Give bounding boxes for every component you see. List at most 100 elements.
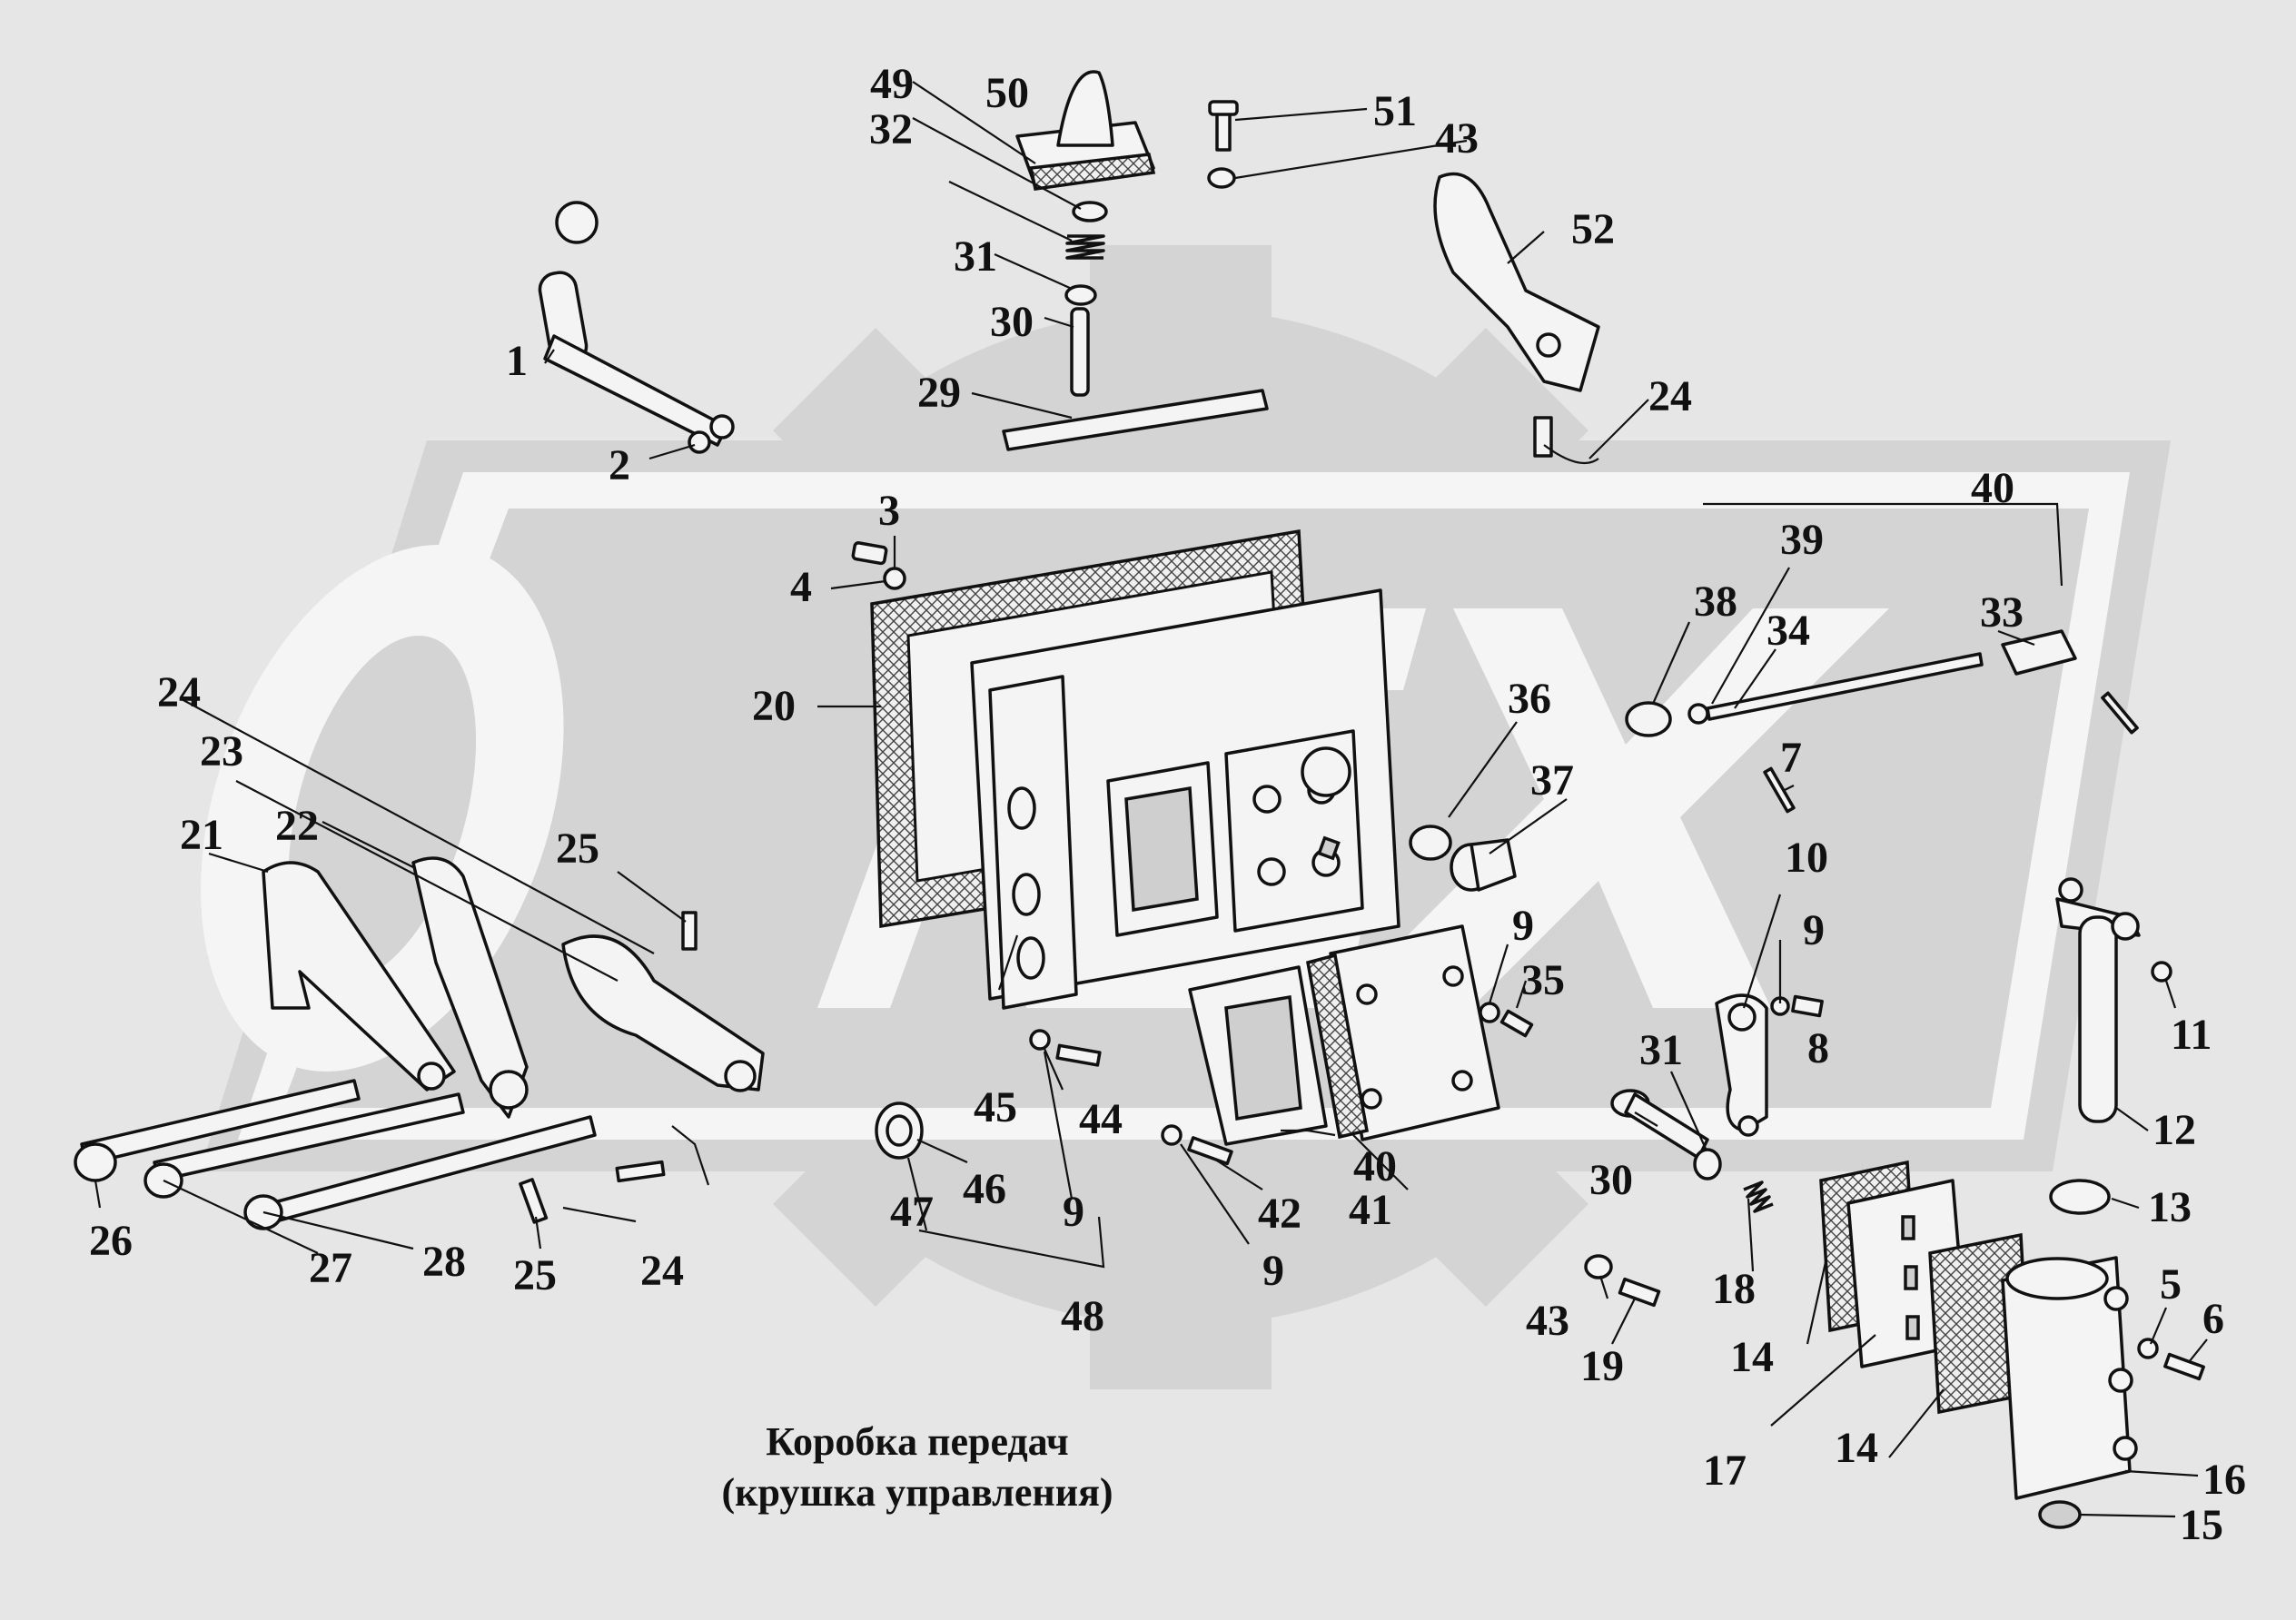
- callout-44: 44: [1079, 1095, 1123, 1143]
- callout-52: 52: [1571, 205, 1615, 253]
- part-19-bolt: [1618, 1277, 1661, 1308]
- part-16-housing: [2001, 1256, 2138, 1500]
- part-25-bolt: [681, 911, 698, 951]
- part-43-washer-b: [1584, 1254, 1613, 1279]
- part-30-31-shaft: [1610, 1089, 1722, 1180]
- callout-16: 16: [2202, 1456, 2246, 1504]
- callout-31: 31: [954, 232, 997, 281]
- part-32-washer: [1072, 201, 1108, 222]
- part-10-lever: [1715, 993, 1768, 1137]
- part-1-lever: [538, 201, 735, 447]
- part-6-bolt: [2163, 1352, 2205, 1381]
- callout-40: 40: [1971, 464, 2014, 512]
- part-22-fork: [411, 856, 529, 1119]
- callout-21: 21: [180, 811, 223, 859]
- part-main-cover: [970, 588, 1400, 1010]
- part-12-shaft: [2055, 877, 2141, 1123]
- callout-51: 51: [1373, 87, 1417, 135]
- callout-3: 3: [878, 487, 900, 535]
- callout-40: 40: [1353, 1142, 1397, 1190]
- callout-19: 19: [1580, 1342, 1624, 1390]
- callout-45: 45: [974, 1083, 1017, 1131]
- callout-23: 23: [200, 727, 243, 775]
- part-15-plug: [2038, 1500, 2082, 1529]
- callout-7: 7: [1780, 734, 1802, 782]
- part-49-50-knob: [1015, 70, 1156, 191]
- callout-14: 14: [1835, 1424, 1878, 1472]
- callout-9: 9: [1512, 902, 1534, 950]
- callout-18: 18: [1712, 1265, 1756, 1313]
- diagram-caption: Коробка передач (крушка управления): [663, 1417, 1172, 1518]
- part-46-47-spring: [875, 1101, 924, 1160]
- part-pin-right: [2101, 691, 2139, 735]
- part-26-rod: [74, 1079, 361, 1182]
- callout-24: 24: [1648, 372, 1692, 420]
- part-42-bolt: [1187, 1136, 1233, 1166]
- callout-41: 41: [1349, 1186, 1392, 1234]
- callout-48: 48: [1061, 1292, 1104, 1340]
- part-43-washer: [1207, 167, 1236, 189]
- part-9-washer: [1479, 1002, 1500, 1023]
- callout-8: 8: [1807, 1024, 1829, 1072]
- callout-12: 12: [2152, 1106, 2196, 1154]
- callout-24: 24: [640, 1247, 684, 1295]
- callout-10: 10: [1785, 834, 1828, 882]
- part-37-sleeve: [1450, 838, 1517, 892]
- callout-43: 43: [1526, 1297, 1569, 1345]
- part-18-spring-b: [1743, 1180, 1774, 1213]
- callout-32: 32: [869, 105, 913, 153]
- part-18-spring: [1065, 234, 1105, 260]
- callouts: 1 2 3 4 5 6 7 8 9 9 9 9 9 10 11 12 13 14…: [89, 60, 2246, 1549]
- callout-9: 9: [1063, 1188, 1084, 1236]
- part-34-rod: [1625, 629, 2077, 737]
- callout-30: 30: [1589, 1156, 1633, 1204]
- callout-27: 27: [309, 1244, 352, 1292]
- part-44-bolt: [1055, 1043, 1102, 1067]
- part-7-pin: [1763, 766, 1796, 814]
- callout-35: 35: [1521, 956, 1565, 1004]
- callout-37: 37: [1530, 756, 1574, 805]
- part-40-plate: [1188, 924, 1500, 1146]
- callout-50: 50: [985, 69, 1029, 117]
- part-24-bolt-b: [615, 1160, 666, 1183]
- callout-36: 36: [1508, 675, 1551, 723]
- callout-6: 6: [2202, 1295, 2224, 1343]
- part-2-ring: [688, 430, 711, 454]
- part-24-bolt-top: [1533, 416, 1553, 458]
- callout-39: 39: [1780, 516, 1824, 564]
- part-5-washer: [2137, 1338, 2159, 1359]
- callout-2: 2: [609, 441, 630, 489]
- callout-24: 24: [157, 668, 201, 716]
- part-35-bolt: [1499, 1009, 1534, 1038]
- callout-22: 22: [275, 802, 319, 850]
- part-9-washer: [1029, 1029, 1051, 1051]
- caption-title: Коробка передач: [766, 1419, 1069, 1464]
- caption-subtitle: (крушка управления): [721, 1470, 1113, 1515]
- callout-28: 28: [422, 1238, 466, 1286]
- callout-34: 34: [1767, 607, 1810, 655]
- part-3-screw: [851, 541, 888, 566]
- callout-20: 20: [752, 682, 796, 730]
- part-25-bolt-b: [519, 1178, 549, 1224]
- part-4-nut: [883, 567, 906, 590]
- part-8-bolt: [1791, 994, 1824, 1018]
- callout-31: 31: [1639, 1026, 1683, 1074]
- callout-25: 25: [513, 1251, 557, 1299]
- callout-47: 47: [890, 1188, 934, 1236]
- callout-11: 11: [2171, 1011, 2212, 1059]
- callout-30: 30: [990, 298, 1034, 346]
- callout-49: 49: [870, 60, 914, 108]
- callout-1: 1: [506, 337, 528, 385]
- part-29-rod: [1002, 389, 1269, 451]
- part-9-washer: [1161, 1124, 1183, 1146]
- callout-29: 29: [917, 369, 961, 417]
- parts: [74, 70, 2205, 1529]
- callout-26: 26: [89, 1217, 133, 1265]
- part-31-washer: [1064, 284, 1097, 306]
- callout-38: 38: [1694, 578, 1737, 626]
- callout-15: 15: [2180, 1501, 2223, 1549]
- part-11-ball: [2151, 961, 2172, 983]
- part-41-gasket: [1305, 953, 1370, 1140]
